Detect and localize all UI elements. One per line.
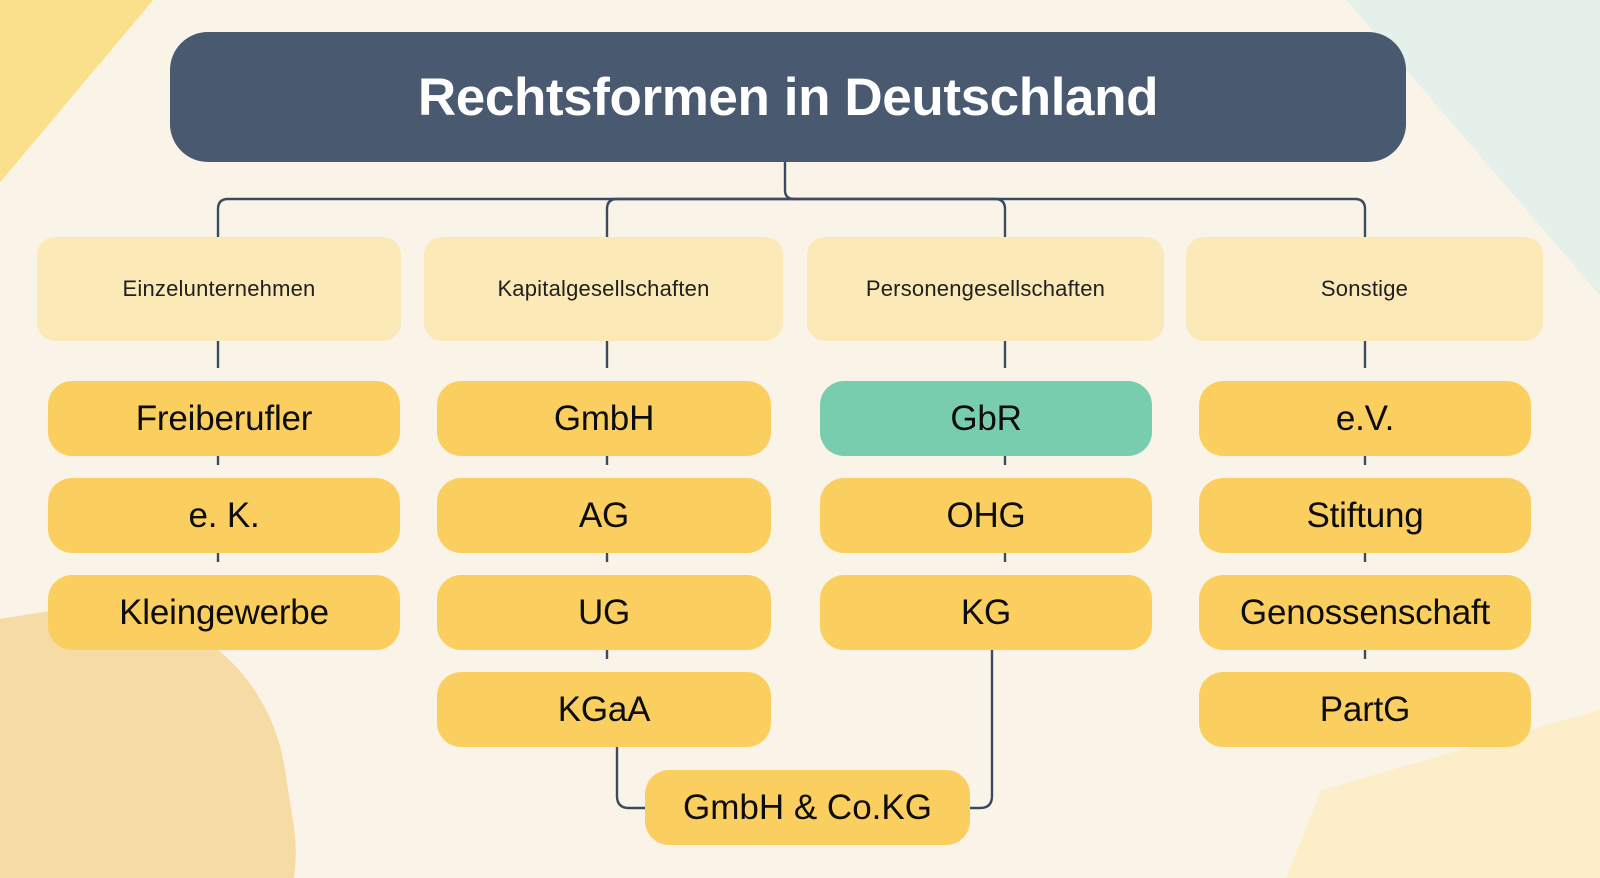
category-label-2: Personengesellschaften <box>865 276 1106 301</box>
item-label-merged-gmbh-co-kg: GmbH & Co.KG <box>683 787 932 827</box>
items-list-2: GbR OHG KG <box>807 381 1164 650</box>
category-label-3: Sonstige <box>1320 276 1409 301</box>
items-list-0: Freiberufler e. K. Kleingewerbe <box>37 381 401 650</box>
item-label-2-0: GbR <box>950 398 1022 438</box>
item-box-1-0[interactable]: GmbH <box>437 381 771 456</box>
item-box-merged-gmbh-co-kg[interactable]: GmbH & Co.KG <box>645 770 970 845</box>
column-kapitalgesellschaften: Kapitalgesellschaften GmbH AG UG KGaA <box>424 237 783 769</box>
connector-branch-col3 <box>785 197 1367 237</box>
items-list-3: e.V. Stiftung Genossenschaft PartG <box>1186 381 1543 747</box>
item-box-1-3[interactable]: KGaA <box>437 672 771 747</box>
item-box-2-1[interactable]: OHG <box>820 478 1152 553</box>
item-label-3-0: e.V. <box>1335 398 1395 438</box>
item-label-3-1: Stiftung <box>1306 495 1424 535</box>
column-personengesellschaften: Personengesellschaften GbR OHG KG <box>807 237 1164 672</box>
category-label-1: Kapitalgesellschaften <box>497 276 710 301</box>
category-label-0: Einzelunternehmen <box>122 276 316 301</box>
item-box-0-1[interactable]: e. K. <box>48 478 400 553</box>
items-list-1: GmbH AG UG KGaA <box>424 381 783 747</box>
category-box-2[interactable]: Personengesellschaften <box>807 237 1164 341</box>
item-box-1-2[interactable]: UG <box>437 575 771 650</box>
item-label-1-2: UG <box>577 592 631 632</box>
connector-col1-to-merged <box>615 734 662 810</box>
category-box-0[interactable]: Einzelunternehmen <box>37 237 401 341</box>
item-box-2-0[interactable]: GbR <box>820 381 1152 456</box>
item-label-0-0: Freiberufler <box>135 398 313 438</box>
connector-branch-col0 <box>216 197 785 237</box>
item-label-1-3: KGaA <box>557 689 651 729</box>
item-box-3-3[interactable]: PartG <box>1199 672 1531 747</box>
diagram-title-bar: Rechtsformen in Deutschland <box>170 32 1406 162</box>
item-box-3-2[interactable]: Genossenschaft <box>1199 575 1531 650</box>
item-box-3-0[interactable]: e.V. <box>1199 381 1531 456</box>
column-einzelunternehmen: Einzelunternehmen Freiberufler e. K. Kle… <box>37 237 401 672</box>
item-box-0-0[interactable]: Freiberufler <box>48 381 400 456</box>
item-label-0-2: Kleingewerbe <box>119 592 329 632</box>
item-label-3-3: PartG <box>1319 689 1411 729</box>
page-title: Rechtsformen in Deutschland <box>417 67 1159 127</box>
item-box-0-2[interactable]: Kleingewerbe <box>48 575 400 650</box>
connector-col2-to-merged <box>952 637 994 810</box>
item-box-3-1[interactable]: Stiftung <box>1199 478 1531 553</box>
column-sonstige: Sonstige e.V. Stiftung Genossenschaft Pa… <box>1186 237 1543 769</box>
item-label-2-1: OHG <box>946 495 1026 535</box>
item-label-1-1: AG <box>578 495 630 535</box>
item-label-0-1: e. K. <box>188 495 260 535</box>
category-box-1[interactable]: Kapitalgesellschaften <box>424 237 783 341</box>
category-box-3[interactable]: Sonstige <box>1186 237 1543 341</box>
connector-branch-col1 <box>605 197 785 237</box>
item-label-3-2: Genossenschaft <box>1239 592 1491 632</box>
item-label-1-0: GmbH <box>553 398 655 438</box>
item-box-1-1[interactable]: AG <box>437 478 771 553</box>
item-box-2-2[interactable]: KG <box>820 575 1152 650</box>
item-label-2-2: KG <box>960 592 1012 632</box>
